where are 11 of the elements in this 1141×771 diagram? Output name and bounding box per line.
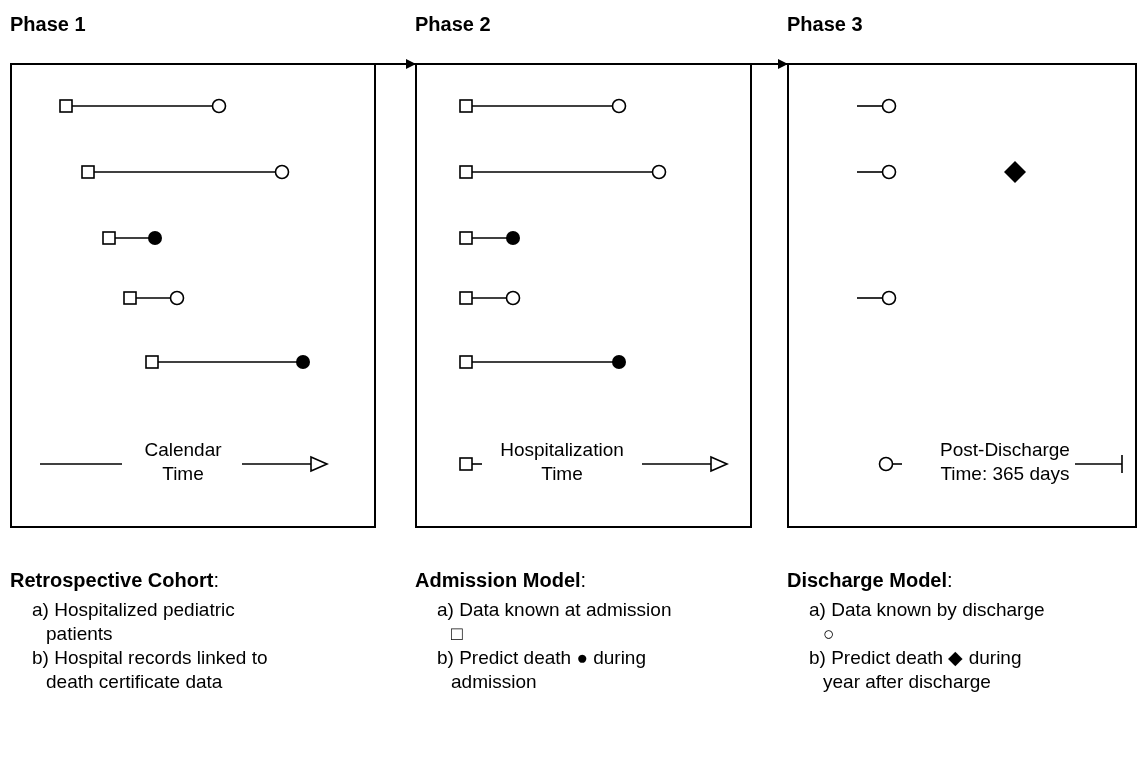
phase-heading: Phase 1 — [10, 13, 86, 36]
model-heading: Discharge Model: — [787, 568, 954, 592]
list-item: b) Hospital records linked to death certificate data — [31, 646, 269, 694]
model-heading: Admission Model: — [415, 568, 588, 592]
arrow — [375, 59, 416, 69]
phase-heading: Phase 3 — [787, 13, 863, 36]
phase-heading: Phase 2 — [415, 13, 491, 36]
list-item: b) Predict death ◆ during year after discharge — [808, 646, 1023, 694]
model-heading: Retrospective Cohort: — [10, 568, 220, 592]
arrow — [751, 59, 788, 69]
list-item: b) Predict death ● during admission — [436, 646, 647, 694]
